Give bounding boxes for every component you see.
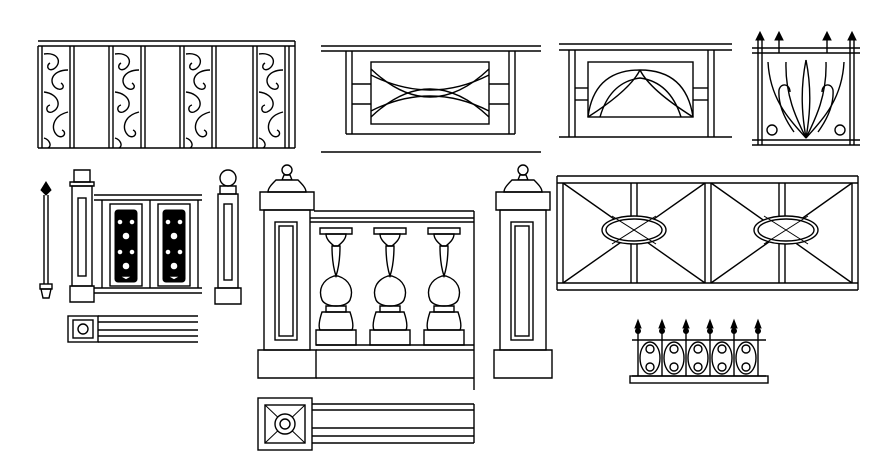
pillar: [257, 164, 317, 379]
spiked-gate: [752, 30, 860, 146]
pillar-plan: [67, 315, 198, 343]
small-picket-fence: [629, 318, 769, 384]
fan-panel-railing: [559, 43, 732, 138]
ornamental-iron-panel: [109, 203, 143, 287]
arc-panel-railing: [321, 45, 541, 153]
picket: [634, 318, 642, 376]
baluster-railing: [257, 164, 553, 390]
iron-panel-fence: [69, 169, 242, 305]
x-brace-panel: [556, 175, 859, 291]
ring-panel: [639, 341, 661, 375]
spear-picket: [39, 181, 53, 299]
baluster-plan: [257, 397, 475, 451]
baluster: [315, 227, 357, 346]
scroll-railing: [37, 40, 296, 149]
scroll-panel: [37, 46, 75, 149]
